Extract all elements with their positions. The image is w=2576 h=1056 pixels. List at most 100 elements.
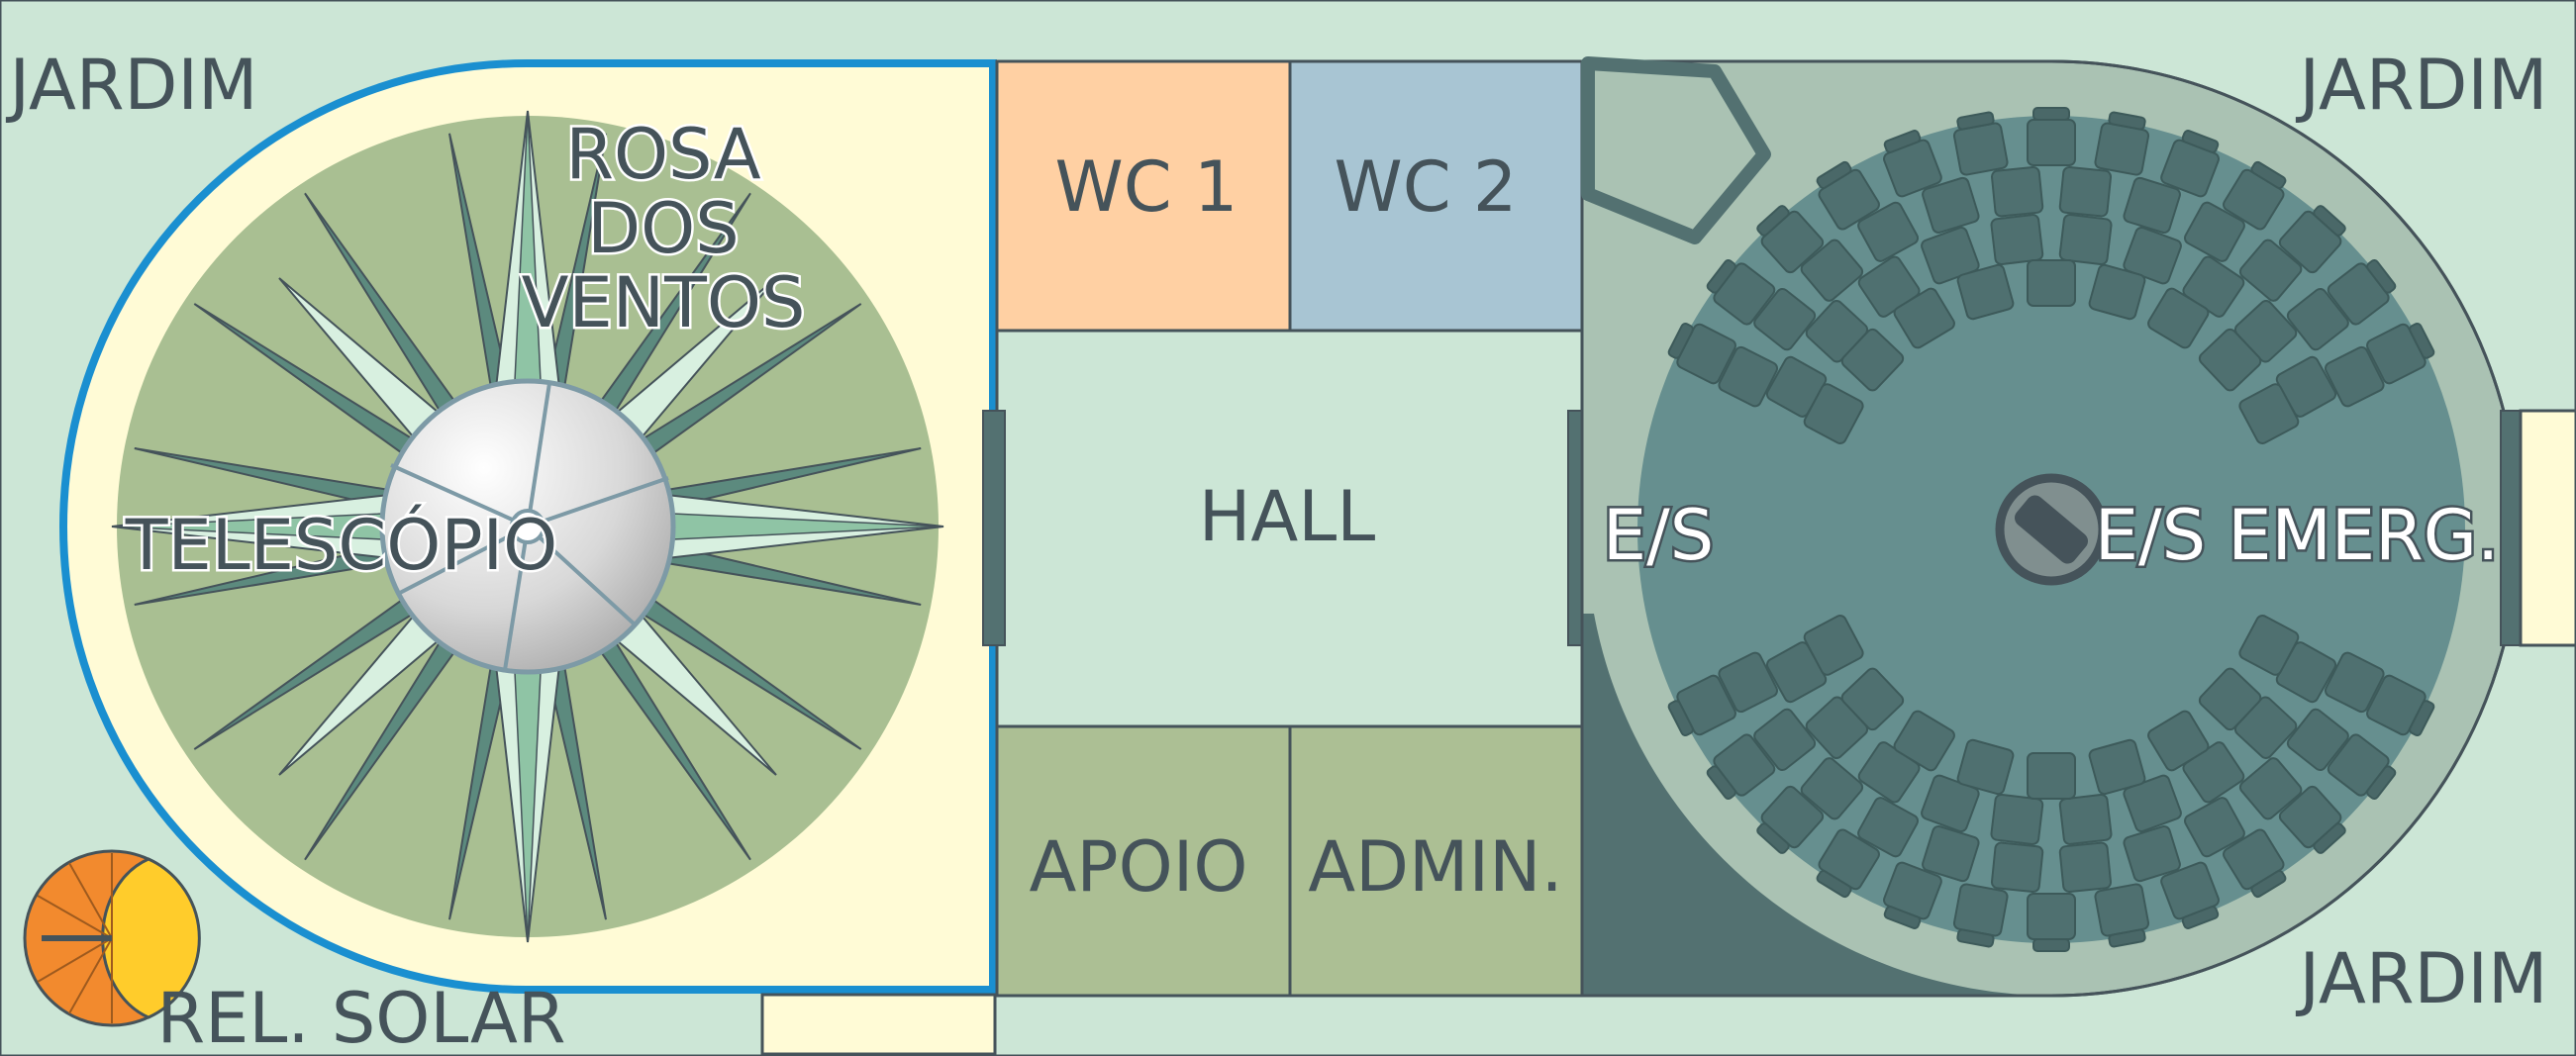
planetarium-seat (2027, 752, 2076, 800)
seat-back (2366, 765, 2397, 801)
planetarium-seat (1990, 214, 2044, 266)
seat-back (2108, 111, 2146, 131)
label-garden-top-right: JARDIM (2296, 45, 2548, 126)
planetarium-seat (1922, 176, 1980, 234)
equipment-pentagon (1581, 56, 1771, 244)
label-telescope: TELESCÓPIO (125, 505, 558, 586)
seat-cushion (2027, 752, 2076, 800)
planetarium-seat (2366, 322, 2435, 385)
planetarium-seat (2238, 239, 2303, 302)
planetarium-seat (1706, 733, 1776, 801)
planetarium-dark-corner (1582, 614, 2051, 996)
planetarium-seat (2123, 176, 2181, 235)
planetarium-seating (1667, 107, 2435, 952)
planetarium-seat (2147, 710, 2210, 772)
planetarium-seat (2286, 708, 2349, 772)
planetarium-seat (2058, 214, 2113, 266)
seat-cushion (2058, 793, 2113, 845)
terrace-border (59, 59, 997, 994)
seat-cushion (1803, 615, 1864, 676)
bottom-doorway (760, 993, 997, 1056)
planetarium-seat (2324, 651, 2385, 714)
seat-cushion (1922, 824, 1980, 883)
seat-back (1883, 906, 1922, 929)
planetarium-seat (2094, 111, 2150, 176)
seat-cushion (1990, 793, 2044, 845)
seat-cushion (2286, 708, 2349, 772)
seat-cushion (2058, 165, 2113, 218)
seat-cushion (2198, 328, 2262, 392)
seat-back (2250, 160, 2287, 189)
seat-cushion (1893, 287, 1955, 349)
seat-cushion (2325, 345, 2385, 408)
planetarium-seat (2088, 263, 2146, 321)
seat-cushion (2286, 287, 2349, 351)
planetarium-seat (1803, 383, 1864, 444)
seat-cushion (1753, 708, 1817, 772)
seat-cushion (1840, 667, 1905, 731)
planetarium-seat (2366, 674, 2435, 737)
seat-cushion (1800, 757, 1864, 820)
seat-cushion (1990, 214, 2044, 266)
planetarium-seat (1893, 710, 1955, 772)
planetarium-seat (1952, 111, 2009, 176)
seat-cushion (2027, 893, 2076, 940)
planetarium-seat (2223, 160, 2287, 231)
seat-cushion (1857, 201, 1920, 262)
planetarium-seat (2058, 165, 2113, 218)
planetarium-seat (2058, 841, 2112, 893)
seat-back (2181, 906, 2220, 929)
room-support (995, 724, 1292, 998)
seat-cushion (2198, 667, 2262, 731)
seat-cushion (1803, 383, 1864, 444)
planetarium-seat (2183, 201, 2245, 262)
seat-back (2181, 130, 2220, 153)
label-garden-bottom-right: JARDIM (2296, 938, 2548, 1019)
seat-back (2409, 322, 2435, 359)
seat-cushion (2183, 201, 2245, 262)
seat-cushion (1753, 287, 1817, 351)
seat-cushion (2094, 122, 2150, 176)
label-sundial: REL. SOLAR (156, 978, 565, 1056)
seat-cushion (1991, 166, 2044, 218)
planetarium-seat (2147, 287, 2210, 349)
label-emergency-exit: E/S EMERG. (2095, 495, 2499, 576)
planetarium-seat (2327, 733, 2397, 801)
seat-cushion (2088, 738, 2146, 796)
planetarium-seat (2123, 825, 2181, 883)
planetarium-seat (1816, 828, 1880, 899)
seat-back (2108, 928, 2146, 948)
seat-back (2032, 107, 2070, 121)
room-wc-2 (1288, 59, 1584, 333)
door-terrace-hall (982, 410, 1006, 646)
seat-back (2409, 700, 2435, 737)
seat-cushion (2027, 259, 2076, 307)
planetarium-seat (1753, 708, 1817, 772)
seat-back (2032, 938, 2070, 952)
seat-cushion (1990, 841, 2044, 894)
room-hall (995, 329, 1584, 728)
label-wind-rose-1: ROSA (565, 114, 760, 195)
label-wind-rose-3: VENTOS (522, 262, 806, 343)
planetarium-seat (1922, 824, 1980, 883)
emergency-exit-door (2500, 410, 2522, 646)
label-support: APOIO (1030, 826, 1248, 908)
seat-cushion (1857, 797, 1920, 858)
planetarium-seat (1956, 738, 2015, 796)
label-wc-1: WC 1 (1055, 146, 1238, 228)
label-entry-exit: E/S (1603, 495, 1714, 576)
emergency-exit-path (2519, 409, 2576, 647)
planetarium-seat (2160, 130, 2220, 198)
planetarium-seat (2160, 861, 2220, 929)
planetarium-seat (2094, 883, 2150, 948)
planetarium-seat (1990, 841, 2044, 894)
planetarium-seat (1753, 287, 1817, 351)
planetarium-seat (1756, 205, 1825, 274)
seat-cushion (2147, 710, 2210, 772)
planetarium-seat (1667, 322, 1736, 385)
seat-back (1816, 870, 1852, 899)
planetarium-seat (2027, 259, 2076, 307)
seat-back (1667, 700, 1694, 737)
planetarium-seat (1756, 785, 1825, 854)
planetarium-seat (1991, 166, 2044, 218)
